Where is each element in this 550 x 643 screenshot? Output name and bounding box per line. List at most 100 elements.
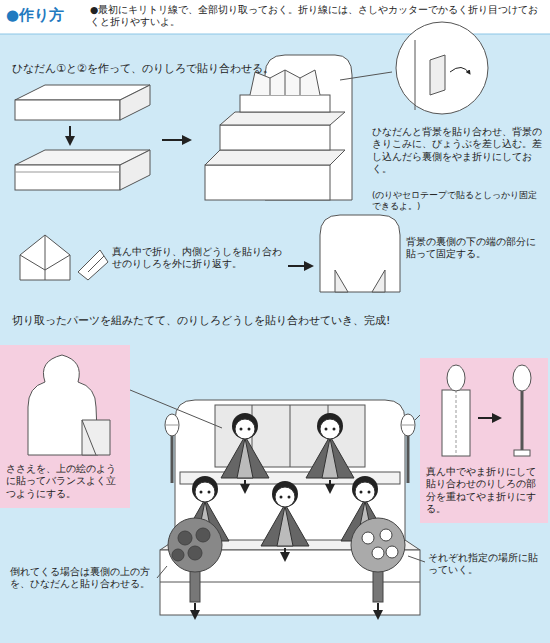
back-panel-figure <box>372 270 385 292</box>
box-step <box>120 85 150 120</box>
doll-figures <box>221 436 269 478</box>
leader-lines <box>118 385 222 428</box>
hina-stage <box>160 400 420 615</box>
detail-circle <box>396 22 488 114</box>
stand-figure <box>240 95 330 112</box>
doll-figures <box>275 487 295 507</box>
doll-figures <box>240 428 243 431</box>
lantern-fold-figure <box>513 365 531 391</box>
stand-figure <box>205 150 345 165</box>
support-figure <box>82 420 96 455</box>
back-panel-figure <box>320 215 400 292</box>
note-text: それぞれ指定の場所に貼っていく。 <box>428 552 544 577</box>
tree-figures <box>188 546 202 560</box>
lantern-fold-figure <box>442 390 470 456</box>
doll-figures <box>284 548 286 560</box>
doll-figures <box>200 491 203 494</box>
step-arrow <box>162 139 190 141</box>
lantern-figures <box>165 414 179 436</box>
lantern-fold-figure <box>420 358 548 466</box>
lantern-figures <box>401 414 415 436</box>
support-figure <box>0 345 130 463</box>
back-panel-figure <box>335 270 348 292</box>
detail-circle <box>430 55 445 95</box>
fan-fold-figure <box>20 235 108 280</box>
doll-figures <box>261 481 309 560</box>
note-text: ●最初にキリトリ線で、全部切り取っておく。折り線には、さしやカッターでかるく折り… <box>90 4 544 29</box>
doll-figures <box>237 438 253 478</box>
leader-lines <box>157 566 167 578</box>
stand-figure <box>300 78 301 95</box>
note-text: 背景の裏側の下の端の部分に貼って固定する。 <box>406 236 544 261</box>
lantern-fold-figure <box>478 417 500 419</box>
stand-figure <box>270 78 271 95</box>
doll-figures <box>368 491 371 494</box>
doll-figures <box>320 419 340 439</box>
tree-figures <box>362 532 374 544</box>
panel-text: ささえを、上の絵のように貼ってバランスよく立つようにする。 <box>0 463 130 500</box>
page-title: ●作り方 <box>6 6 64 26</box>
stand-figure <box>285 70 286 95</box>
tree-figures <box>372 547 384 559</box>
leader-lines <box>408 556 425 562</box>
note-text: (のりやセロテープで貼るとしっかり固定できるよ。) <box>372 190 544 212</box>
detail-circle <box>396 22 488 114</box>
place-arrows <box>195 603 378 618</box>
doll-figures <box>333 428 336 431</box>
doll-figures <box>306 413 354 492</box>
doll-figures <box>192 476 218 502</box>
doll-figures <box>355 482 375 502</box>
doll-figures <box>232 413 258 439</box>
step-arrow <box>69 126 71 144</box>
lantern-figures <box>171 435 174 483</box>
note-text: 切り取ったパーツを組みたてて、のりしろどうしを貼り合わせていき、完成! <box>12 314 538 328</box>
tree-figures <box>168 518 222 572</box>
doll-figures <box>195 482 215 502</box>
detail-circle <box>450 67 470 74</box>
tree-figures <box>178 531 192 545</box>
doll-figures <box>360 491 363 494</box>
lantern-fold-figure <box>456 390 457 456</box>
support-panel: ささえを、上の絵のように貼ってバランスよく立つようにする。 <box>0 345 130 508</box>
doll-figures <box>208 491 211 494</box>
box-step <box>15 85 150 190</box>
tree-figures <box>380 529 392 541</box>
lantern-fold-figure <box>521 391 524 450</box>
box-step <box>15 165 120 190</box>
doll-figures <box>235 419 255 439</box>
doll-figures <box>248 428 251 431</box>
panel-text: 真ん中でやま折りにして貼り合わせのりしろの部分を重ねてやま折りにする。 <box>420 466 548 515</box>
doll-figures <box>277 506 293 546</box>
fan-fold-figure <box>45 235 46 280</box>
lantern-fold-figure <box>514 450 530 456</box>
doll-figures <box>244 480 246 492</box>
doll-figures <box>352 476 378 502</box>
doll-figures <box>329 480 331 492</box>
lantern-figures <box>165 425 179 426</box>
doll-figures <box>288 496 291 499</box>
stand-figure <box>205 55 352 200</box>
note-text: 真ん中で折り、内側どうしを貼り合わせのりしろを外に折り返す。 <box>112 246 282 271</box>
tree-figures <box>351 518 405 572</box>
note-text: 倒れてくる場合は裏側の上の方を、ひなだんと貼り合わせる。 <box>10 566 155 591</box>
fan-fold-figure <box>20 235 70 280</box>
hina-stage <box>290 405 291 467</box>
back-panel-figure <box>320 215 400 292</box>
tree-figures <box>172 549 184 561</box>
box-step <box>15 172 120 173</box>
fan-fold-figure <box>20 255 45 270</box>
lantern-figures <box>401 425 415 426</box>
doll-figures <box>322 438 338 478</box>
leader-lines <box>118 385 430 578</box>
doll-figures <box>221 413 269 492</box>
note-text: ひなだんと背景を貼り合わせ、背景のきりこみに、びょうぶを差し込む。差し込んだら裏… <box>372 126 544 175</box>
box-step <box>120 150 150 190</box>
leader-line <box>340 72 392 80</box>
place-arrows <box>377 603 379 618</box>
stand-figure <box>220 112 345 125</box>
doll-figures <box>306 436 354 478</box>
step-arrow <box>288 265 312 267</box>
doll-figures <box>325 428 328 431</box>
